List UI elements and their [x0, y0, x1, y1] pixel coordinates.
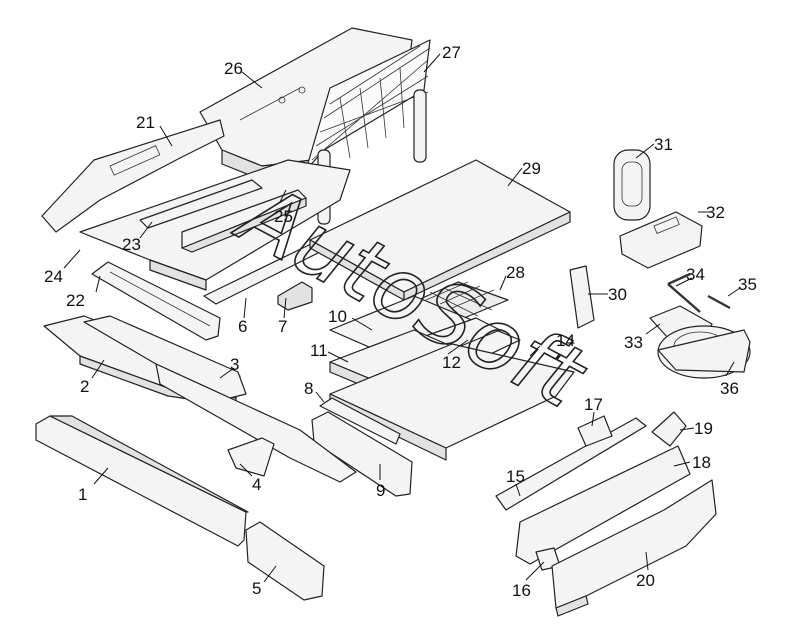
part-17-plate — [577, 415, 613, 447]
callout-1: 1 — [78, 485, 87, 504]
part-23-cross-member — [139, 179, 263, 229]
callout-4: 4 — [252, 475, 261, 494]
callout-28: 28 — [506, 263, 525, 282]
callout-31: 31 — [654, 135, 673, 154]
callout-15: 15 — [506, 467, 525, 486]
part-7-bracket — [277, 281, 313, 311]
part-30-clip — [569, 265, 595, 329]
callout-27: 27 — [442, 43, 461, 62]
part-1-main-rail — [35, 415, 249, 547]
callout-29: 29 — [522, 159, 541, 178]
callout-2: 2 — [80, 377, 89, 396]
part-22-rail — [91, 261, 221, 341]
callout-12: 12 — [442, 353, 461, 372]
part-20-side-rail — [551, 479, 717, 617]
part-31-bag — [613, 149, 651, 221]
callout-14: 14 — [556, 331, 575, 350]
part-25-cross-member — [181, 189, 307, 253]
leader-lines — [63, 53, 741, 583]
callout-8: 8 — [304, 379, 313, 398]
part-5-bracket — [245, 521, 325, 601]
callout-30: 30 — [608, 285, 627, 304]
callout-33: 33 — [624, 333, 643, 352]
callout-23: 23 — [122, 235, 141, 254]
part-19-bracket — [651, 411, 687, 447]
callout-6: 6 — [238, 317, 247, 336]
part-35-pin — [707, 294, 731, 310]
callout-10: 10 — [328, 307, 347, 326]
callout-26: 26 — [224, 59, 243, 78]
callout-24: 24 — [44, 267, 63, 286]
callout-36: 36 — [720, 379, 739, 398]
part-21-side-member — [41, 119, 225, 233]
part-32-kit-box — [619, 211, 703, 269]
callout-7: 7 — [278, 317, 287, 336]
callout-32: 32 — [706, 203, 725, 222]
callout-17: 17 — [584, 395, 603, 414]
part-4-bracket — [227, 437, 275, 477]
callout-22: 22 — [66, 291, 85, 310]
callout-20: 20 — [636, 571, 655, 590]
callout-11: 11 — [310, 341, 328, 360]
part-36-wheel-well — [657, 325, 751, 379]
callout-18: 18 — [692, 453, 711, 472]
callout-35: 35 — [738, 275, 757, 294]
callout-19: 19 — [694, 419, 713, 438]
part-3-member — [83, 315, 357, 483]
callout-3: 3 — [230, 355, 239, 374]
callout-16: 16 — [512, 581, 531, 600]
callout-25: 25 — [274, 207, 293, 226]
callout-9: 9 — [376, 481, 385, 500]
callout-21: 21 — [136, 113, 155, 132]
callout-labels: 1 2 3 4 5 6 7 8 9 10 11 12 14 15 16 17 1… — [44, 43, 757, 600]
part-34-rod — [667, 272, 701, 313]
callout-34: 34 — [686, 265, 705, 284]
callout-5: 5 — [252, 579, 261, 598]
part-8-bracket — [319, 397, 401, 445]
part-18-rail — [515, 445, 691, 565]
part-29-floor-board — [309, 159, 571, 301]
